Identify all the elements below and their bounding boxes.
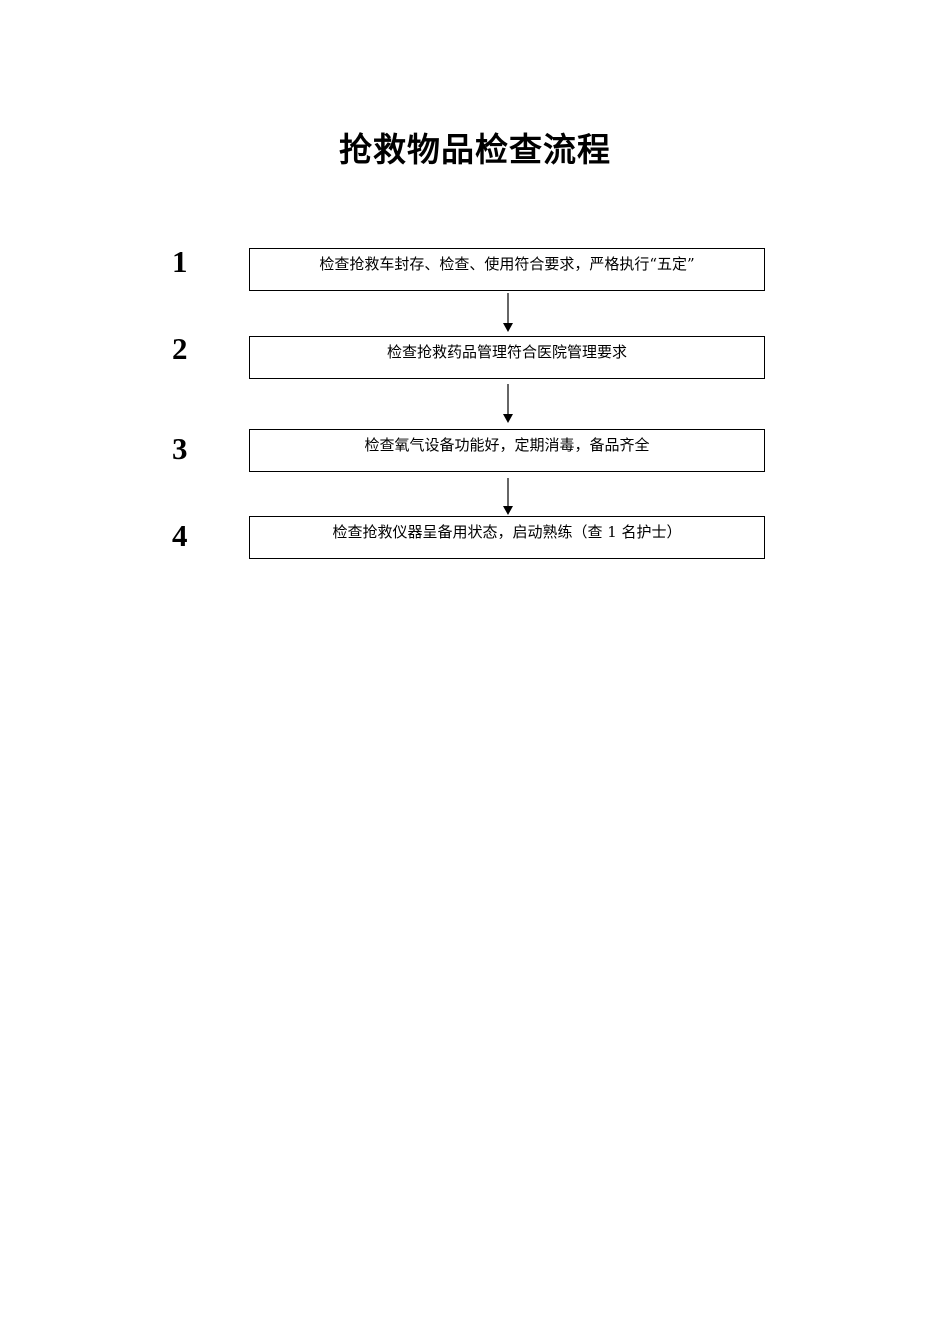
step-text-2: 检查抢救药品管理符合医院管理要求: [386, 343, 627, 361]
step-text-3: 检查氧气设备功能好，定期消毒，备品齐全: [364, 436, 650, 454]
arrow-1-to-2: [503, 293, 513, 332]
step-number-1: 1: [172, 244, 188, 279]
flow-arrows: [503, 293, 513, 515]
step-box-1: 检查抢救车封存、检查、使用符合要求，严格执行“五定”: [249, 248, 765, 291]
step-box-2: 检查抢救药品管理符合医院管理要求: [249, 336, 765, 379]
step-number-3: 3: [172, 431, 188, 466]
arrow-3-to-4: [503, 478, 513, 515]
step-number-4: 4: [172, 518, 188, 553]
step-text-1: 检查抢救车封存、检查、使用符合要求，严格执行“五定”: [319, 255, 695, 273]
step-box-3: 检查氧气设备功能好，定期消毒，备品齐全: [249, 429, 765, 472]
step-text-4: 检查抢救仪器呈备用状态，启动熟练（查 1 名护士）: [332, 523, 682, 541]
step-box-4: 检查抢救仪器呈备用状态，启动熟练（查 1 名护士）: [249, 516, 765, 559]
step-number-2: 2: [172, 331, 188, 366]
arrow-2-to-3: [503, 384, 513, 423]
page-title: 抢救物品检查流程: [339, 130, 611, 169]
